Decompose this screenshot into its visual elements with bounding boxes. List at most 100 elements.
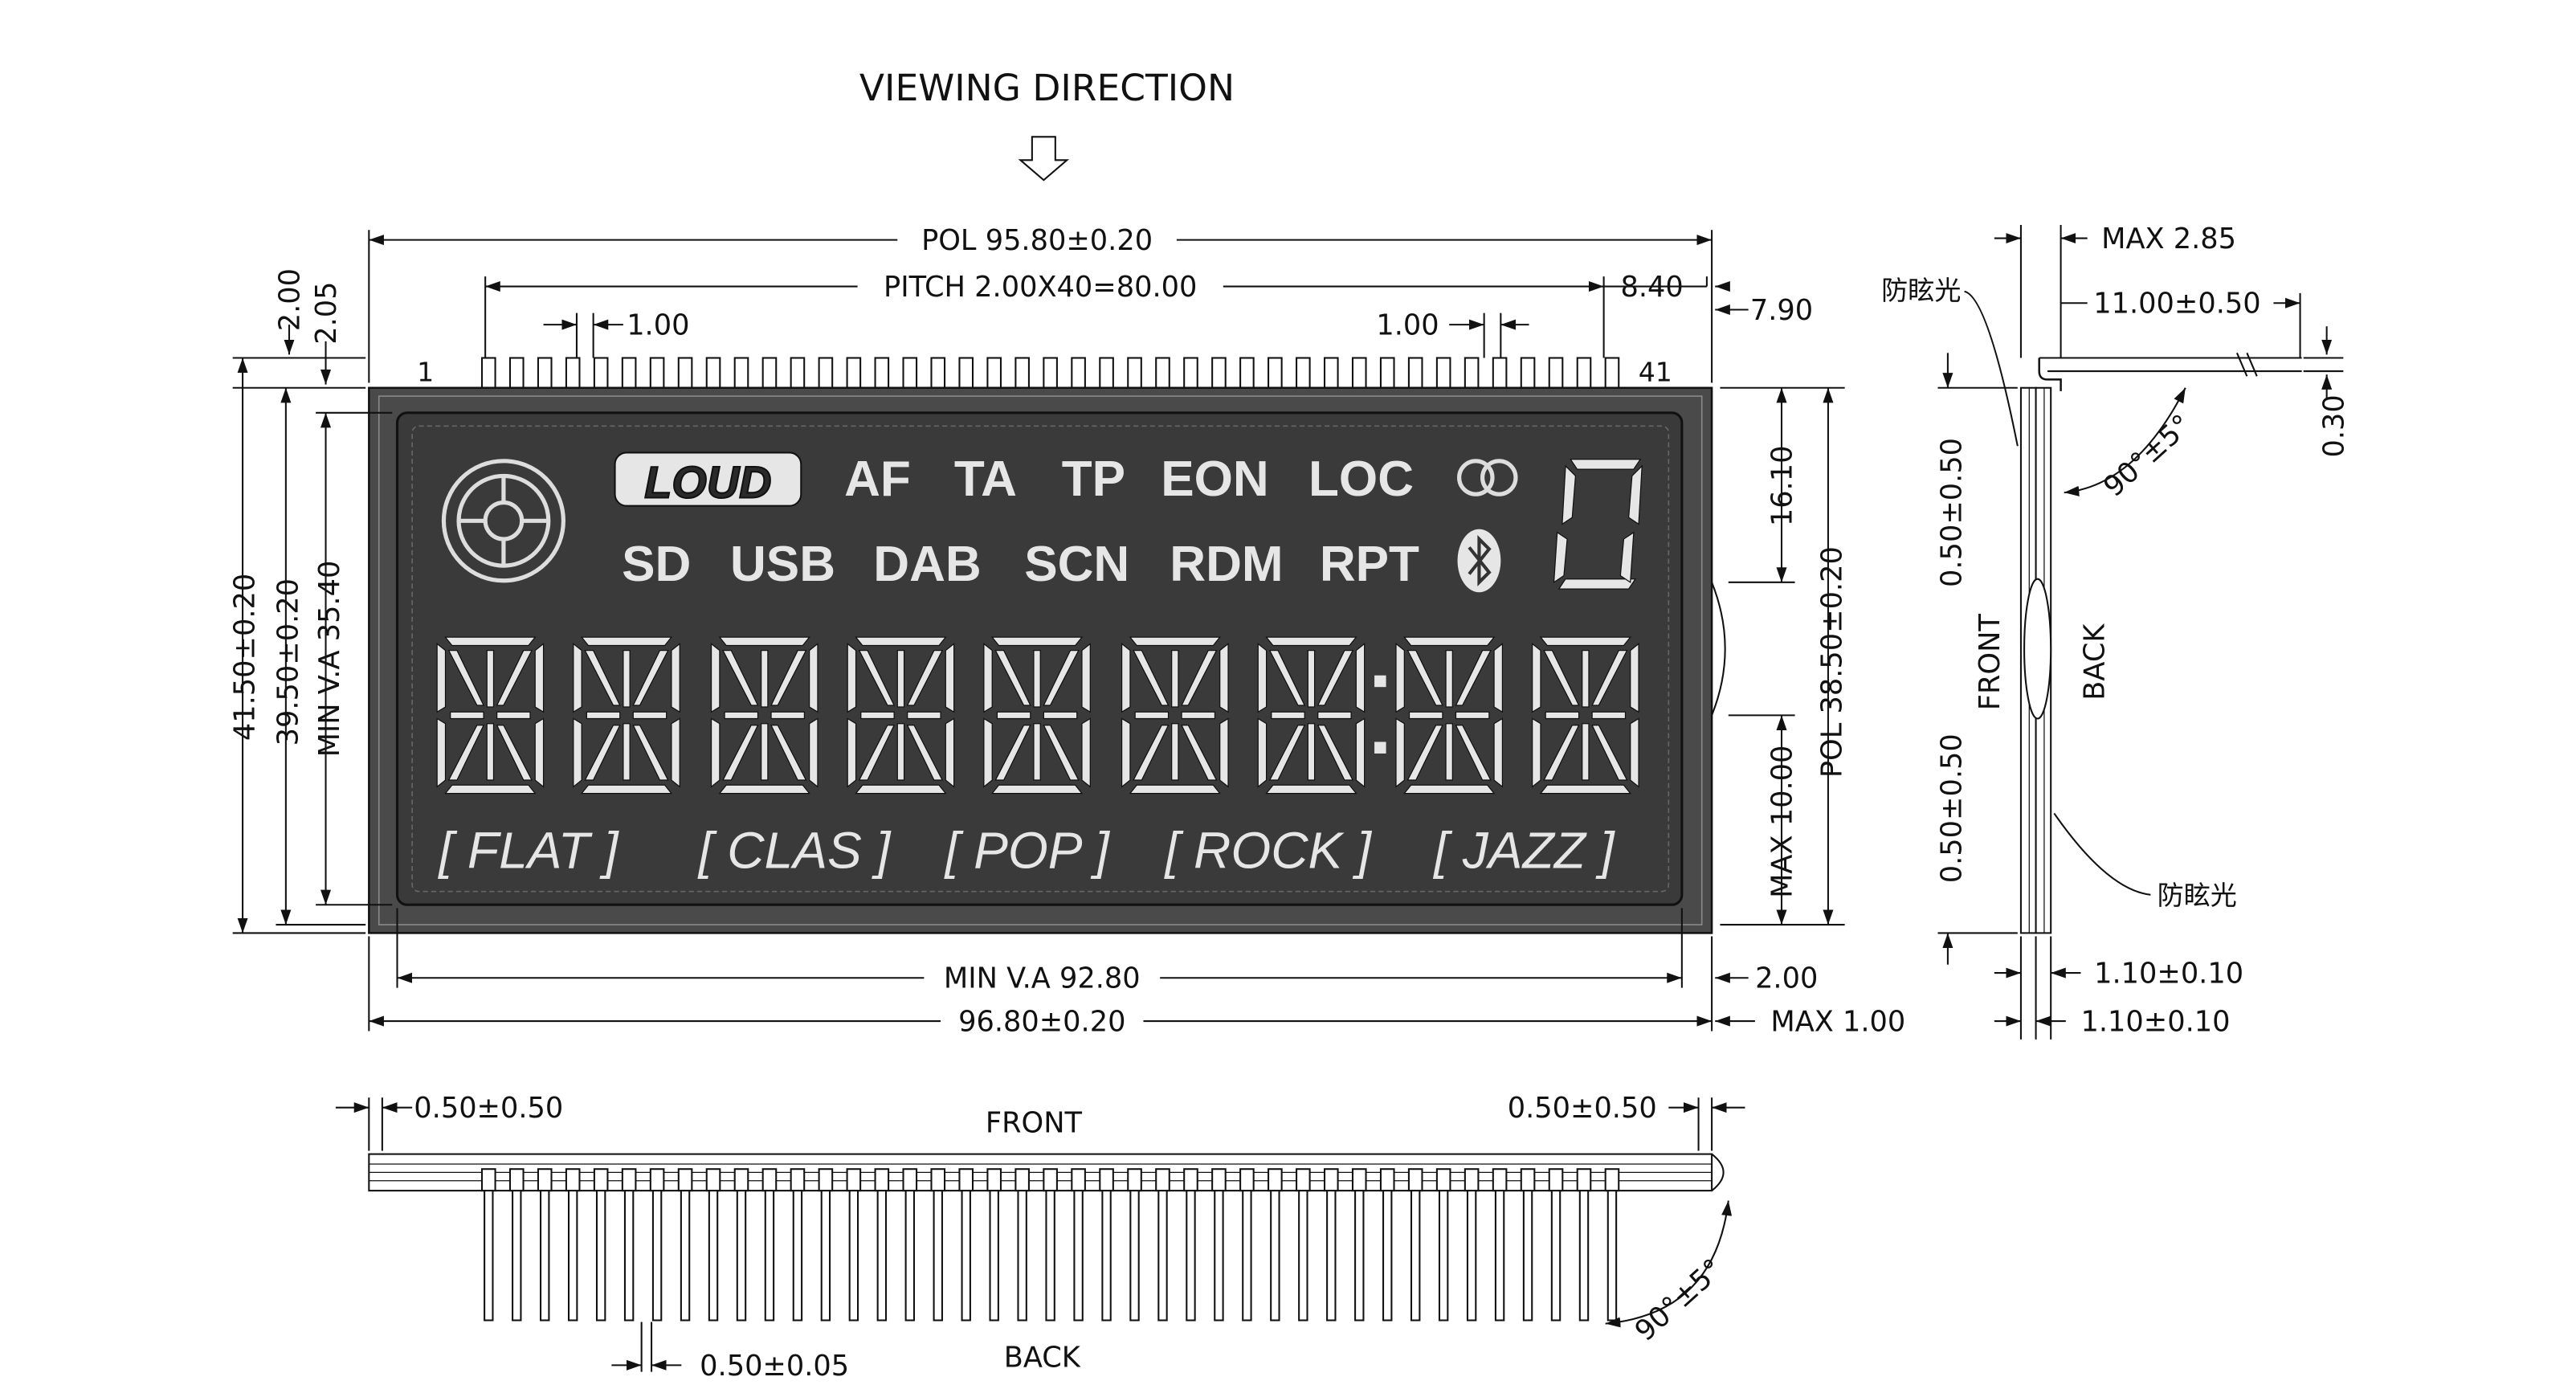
pin-bottom-head (1071, 1168, 1086, 1192)
side-angle: 90°±5° (2097, 408, 2198, 504)
segment (1630, 717, 1639, 788)
pin-bottom-leg (1045, 1190, 1055, 1322)
segment (710, 643, 721, 713)
segment (586, 711, 621, 720)
pin-top (1351, 357, 1367, 389)
segment (1257, 643, 1268, 713)
bottom-right-offset: 0.50±0.50 (1508, 1092, 1657, 1125)
pin-top (593, 357, 609, 389)
segment (770, 725, 807, 781)
pin-top (565, 357, 581, 389)
pin-bottom-head (705, 1168, 721, 1192)
pin-bottom-leg (1017, 1190, 1027, 1322)
alnum-digit (573, 636, 680, 795)
pin-bottom-leg (933, 1190, 943, 1322)
segment (573, 717, 582, 788)
pin-bottom-head (565, 1168, 581, 1192)
colon-dot-lower (1374, 741, 1386, 754)
bottom-view (368, 1153, 1725, 1322)
segment (450, 711, 484, 720)
pin-bottom-leg (1242, 1190, 1252, 1322)
segment (1081, 717, 1091, 788)
segment (847, 643, 857, 713)
pin-bottom-leg (1157, 1190, 1168, 1322)
pin-top (902, 357, 918, 389)
segment (584, 650, 621, 706)
pin-bottom-head (818, 1168, 834, 1192)
segment (1582, 723, 1590, 781)
stereo-icon (1457, 459, 1518, 496)
side-max-thickness: MAX 2.85 (2101, 223, 2236, 255)
pin-bottom-leg (540, 1190, 550, 1322)
dim-min-va-width: MIN V.A 92.80 (944, 962, 1141, 995)
pin-bottom-head (1043, 1168, 1058, 1192)
segment (896, 650, 905, 708)
pin-bottom-leg (1550, 1190, 1562, 1322)
viewing-direction-label: VIEWING DIRECTION (859, 67, 1235, 109)
dim-height-glass: 39.50±0.20 (271, 578, 304, 746)
pin-bottom-head (677, 1168, 693, 1192)
side-antiglare-top: 防眩光 (1881, 275, 1961, 306)
side-pin-length: 11.00±0.50 (2093, 288, 2260, 321)
side-back-label: BACK (2078, 623, 2111, 701)
pin-bottom-head (537, 1168, 553, 1192)
seven-segment-digit (1553, 459, 1643, 590)
pin-1-label: 1 (417, 356, 434, 387)
pin-bottom-head (508, 1168, 525, 1192)
segment (855, 636, 947, 647)
segment (1181, 725, 1218, 781)
pin-bottom-leg (1466, 1190, 1477, 1322)
pin-bottom-head (930, 1168, 946, 1192)
pin-bottom-leg (848, 1190, 859, 1322)
segment (486, 723, 495, 781)
segment (1171, 723, 1179, 781)
pin-top (480, 357, 496, 389)
segment (1543, 650, 1580, 706)
side-antiglare-bottom: 防眩光 (2158, 880, 2237, 911)
pin-bottom-head (1296, 1168, 1311, 1192)
segment (808, 717, 819, 788)
segment (496, 725, 533, 781)
pin-top (1211, 357, 1227, 389)
dim-pol-width: POL 95.80±0.20 (921, 224, 1153, 257)
pin-top (958, 357, 974, 389)
segment (632, 650, 669, 706)
segment (1033, 650, 1041, 708)
loud-badge (614, 451, 802, 507)
segment (486, 650, 495, 708)
dim-pitch: PITCH 2.00X40=80.00 (884, 271, 1197, 304)
pin-bottom-head (733, 1168, 749, 1192)
lcd-active-area (411, 425, 1670, 893)
segment (1033, 723, 1041, 781)
segment (906, 725, 944, 781)
pin-top (1323, 357, 1339, 389)
segment (1043, 711, 1078, 720)
segment (1121, 717, 1131, 788)
pin-top (1435, 357, 1451, 389)
pin-top (1492, 357, 1508, 389)
bottom-back-label: BACK (1004, 1341, 1081, 1374)
alnum-digit (1257, 636, 1366, 795)
pin-bottom-leg (1270, 1190, 1280, 1322)
pin-bottom-leg (1101, 1190, 1112, 1322)
dim-right-16-10: 16.10 (1766, 446, 1798, 527)
pin-bottom-leg (736, 1190, 747, 1322)
segment (760, 650, 769, 708)
segment (994, 725, 1031, 781)
segment (671, 717, 680, 788)
segment (1219, 643, 1229, 713)
segment (1219, 717, 1229, 788)
pin-top (1296, 357, 1311, 389)
eq-flat: [ FLAT ] (437, 822, 619, 880)
segment (994, 650, 1031, 706)
pin-top (621, 357, 637, 389)
pin-bottom-head (1155, 1168, 1170, 1192)
alphanumeric-digits (436, 636, 1639, 795)
segment (534, 717, 545, 788)
segment (1403, 784, 1496, 795)
pin-bottom-leg (792, 1190, 803, 1322)
pin-bottom-leg (904, 1190, 916, 1322)
cd-disc-icon (441, 459, 565, 583)
bottom-pin-gap: 0.50±0.05 (700, 1350, 849, 1383)
